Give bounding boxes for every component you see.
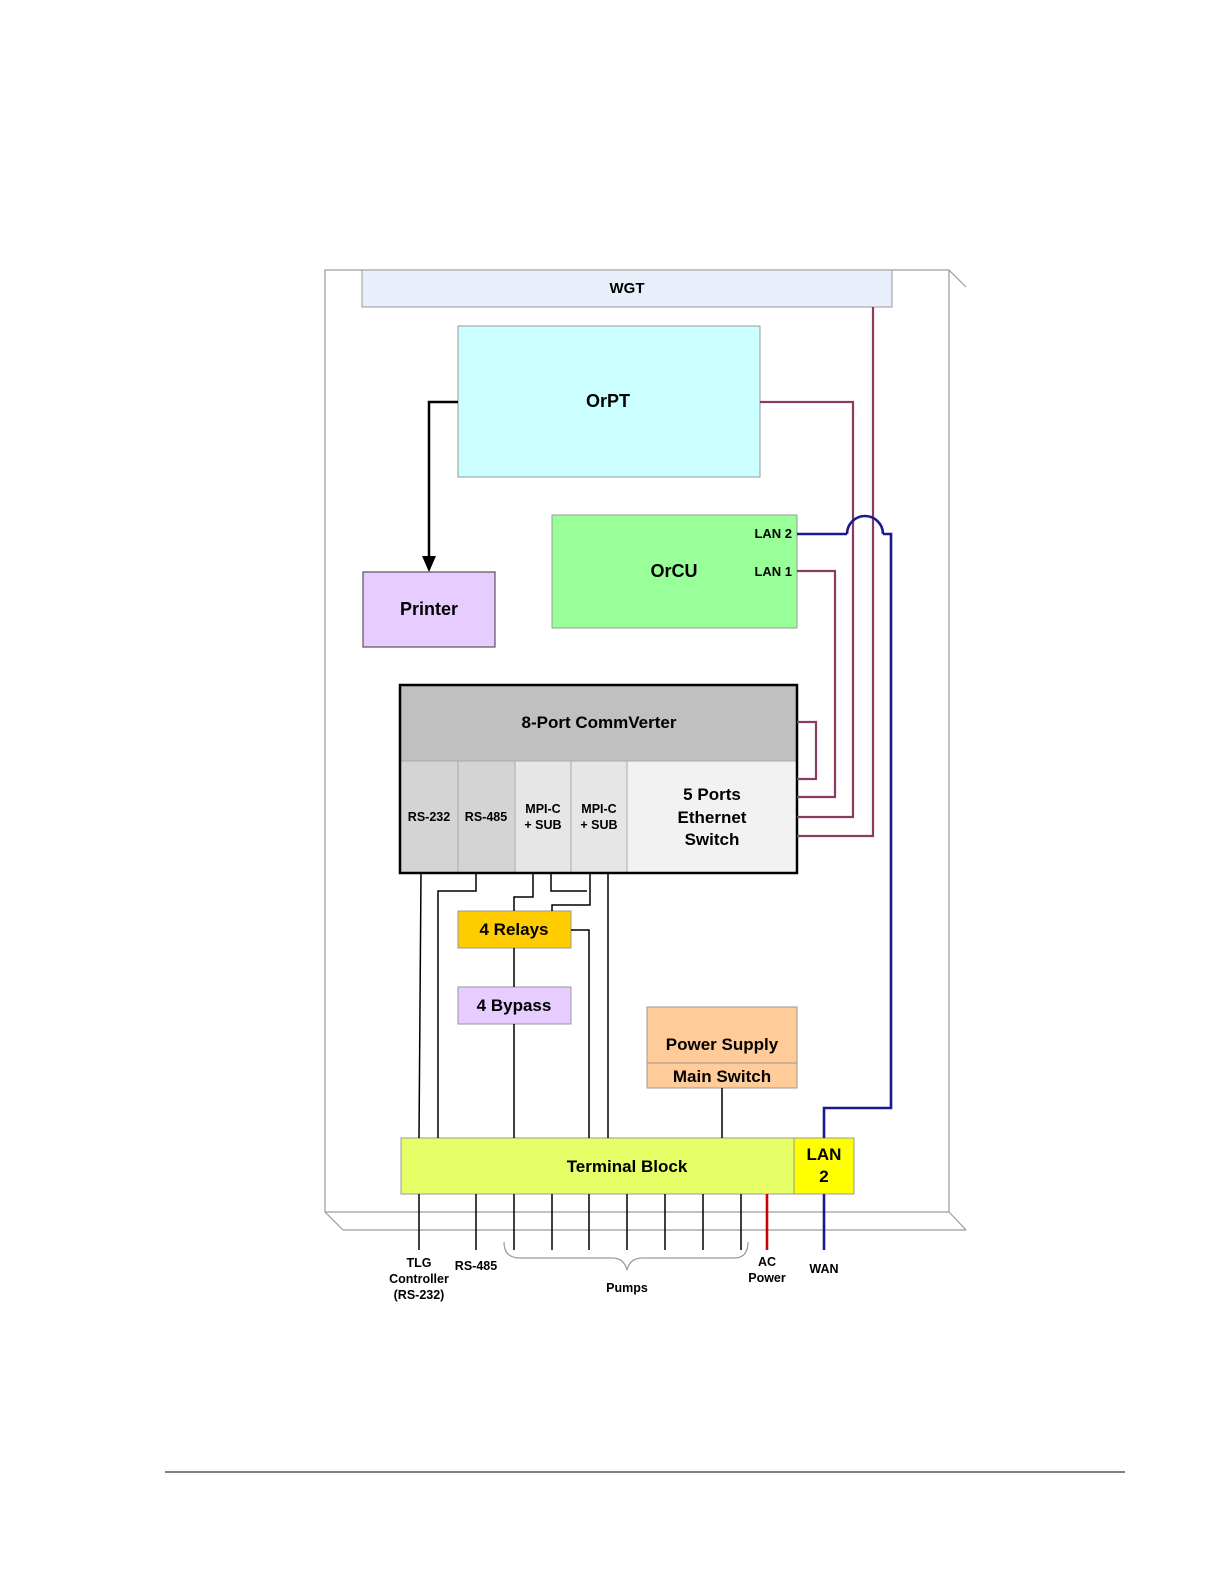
port-mpic2-line1: MPI-C: [581, 802, 616, 816]
tb-lan-line1: LAN: [807, 1145, 842, 1164]
out-pumps-label: Pumps: [606, 1281, 648, 1295]
out-tlg-line3: (RS-232): [394, 1288, 445, 1302]
out-tlg-line2: Controller: [389, 1272, 449, 1286]
orcu-lan2-label: LAN 2: [754, 526, 792, 541]
out-ac-line2: Power: [748, 1271, 786, 1285]
out-rs485-label: RS-485: [455, 1259, 497, 1273]
printer-cable: [422, 402, 458, 572]
orpt-label: OrPT: [586, 391, 630, 411]
relays-label: 4 Relays: [480, 920, 549, 939]
port-mpic2-line2: + SUB: [580, 818, 617, 832]
tb-lan-line2: 2: [819, 1167, 828, 1186]
out-wan-label: WAN: [809, 1262, 838, 1276]
terminal-leads: [419, 1194, 741, 1250]
switch-line3: Switch: [685, 830, 740, 849]
port-mpic1-line2: + SUB: [524, 818, 561, 832]
out-tlg-line1: TLG: [407, 1256, 432, 1270]
port-rs232-label: RS-232: [408, 810, 450, 824]
commverter-title: 8-Port CommVerter: [522, 713, 677, 732]
orcu-label: OrCU: [650, 561, 697, 581]
port-mpic1-line1: MPI-C: [525, 802, 560, 816]
printer-label: Printer: [400, 599, 458, 619]
main-switch-label: Main Switch: [673, 1067, 771, 1086]
out-ac-line1: AC: [758, 1255, 776, 1269]
port-rs485-label: RS-485: [465, 810, 507, 824]
switch-line2: Ethernet: [678, 808, 747, 827]
bypass-label: 4 Bypass: [477, 996, 552, 1015]
switch-line1: 5 Ports: [683, 785, 741, 804]
wgt-label: WGT: [610, 280, 645, 297]
terminal-block-label: Terminal Block: [567, 1157, 688, 1176]
lan2-cable: [797, 516, 891, 1138]
orcu-lan1-label: LAN 1: [754, 564, 792, 579]
pumps-brace: [504, 1242, 748, 1270]
power-supply-label: Power Supply: [666, 1035, 779, 1054]
